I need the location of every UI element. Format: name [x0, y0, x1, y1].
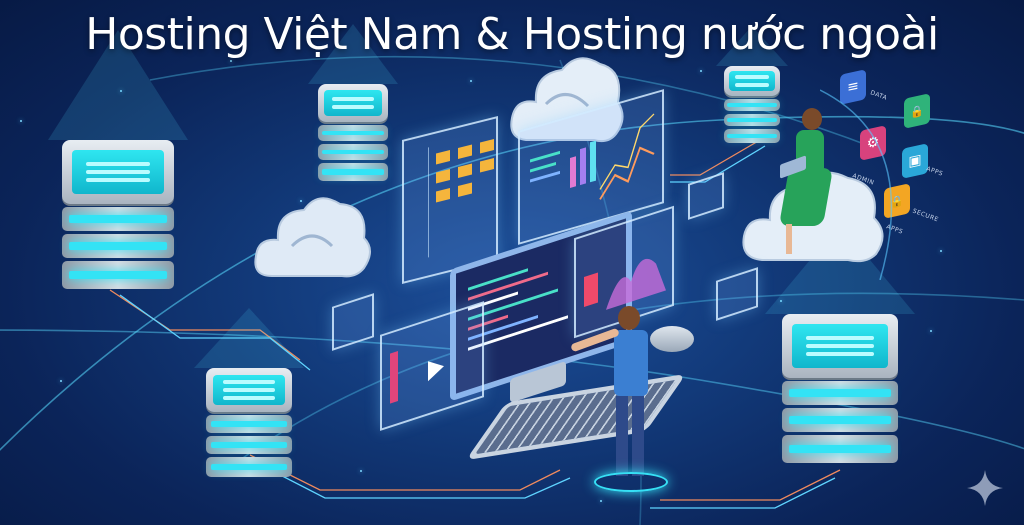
- panel-analytics: [574, 205, 674, 339]
- server-stack-left: [48, 30, 188, 289]
- panel-charts: [518, 89, 664, 245]
- cloud-left: [254, 197, 371, 278]
- play-icon: [428, 356, 444, 382]
- server-stack-bottom-left: [194, 308, 304, 477]
- monitor: [450, 210, 632, 402]
- orbit-arc: [820, 89, 893, 280]
- server-stack-right: [765, 224, 915, 463]
- mouse: [650, 326, 694, 352]
- page-title: Hosting Việt Nam & Hosting nước ngoài: [85, 9, 939, 60]
- server-stack-top-left: [308, 24, 398, 181]
- woman-with-laptop: [778, 108, 840, 258]
- sparkle-icon: [967, 470, 1003, 506]
- server-stack-top-right: [716, 26, 788, 143]
- developer-man: [570, 306, 668, 492]
- cloud-top: [510, 57, 624, 143]
